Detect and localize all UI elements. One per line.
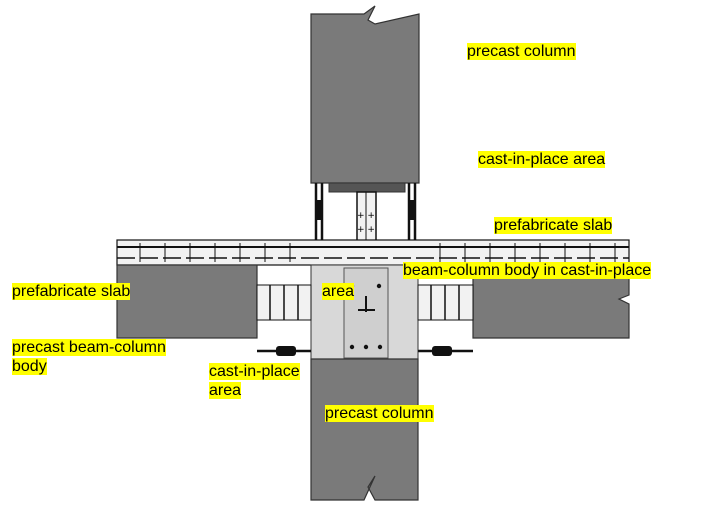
label-cast-in-place-area-bottom: cast-in-place area (209, 363, 300, 399)
grout-sleeve-couplers (315, 200, 416, 220)
left-precast-beam (116, 264, 312, 356)
label-precast-beam-column: precast beam-column body (12, 339, 166, 375)
label-precast-column-top: precast column (467, 43, 576, 60)
svg-text:+ +: + + (357, 211, 375, 221)
label-cast-in-place-area-top: cast-in-place area (478, 151, 606, 168)
label-prefabricate-slab-right: prefabricate slab (494, 217, 613, 234)
label-area: area (322, 283, 355, 300)
upper-precast-column (310, 5, 420, 193)
slab-layer (116, 239, 630, 266)
label-precast-column-bottom: precast column (325, 405, 434, 422)
svg-text:+ +: + + (357, 225, 375, 235)
label-prefabricate-slab-left: prefabricate slab (12, 283, 131, 300)
label-beam-column-body: beam-column body in cast-in-place (403, 262, 652, 279)
lower-precast-column (310, 358, 419, 501)
right-precast-beam (417, 264, 630, 356)
